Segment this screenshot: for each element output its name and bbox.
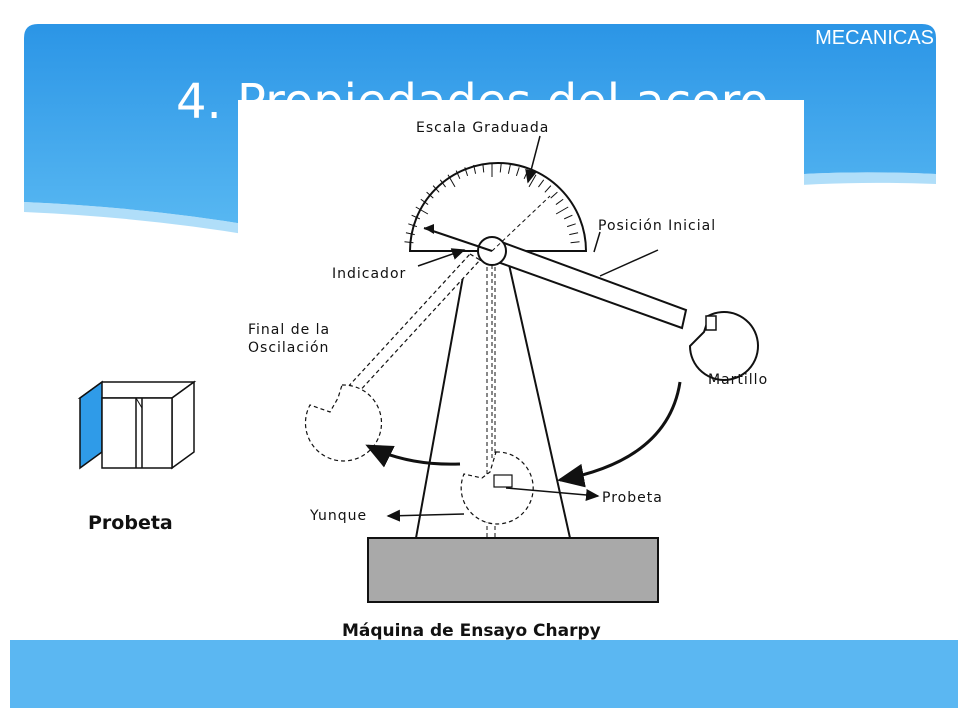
label-swing-end-2: Oscilación bbox=[248, 340, 329, 356]
label-indicator: Indicador bbox=[332, 266, 406, 282]
footer-band bbox=[10, 640, 958, 708]
scale-tick bbox=[570, 241, 580, 244]
hammer-start bbox=[688, 311, 759, 381]
scale-tick bbox=[405, 232, 415, 236]
scale-tick bbox=[420, 198, 429, 205]
scale-tick bbox=[569, 232, 579, 236]
scale-tick bbox=[515, 167, 520, 177]
scale-tick bbox=[507, 164, 511, 174]
pendulum-arm-end bbox=[345, 253, 481, 396]
scale-tick bbox=[404, 241, 414, 244]
scale-tick bbox=[432, 185, 440, 193]
swing-arrow-down bbox=[557, 381, 682, 488]
machine-base bbox=[367, 537, 659, 603]
label-swing-end-1: Final de la bbox=[248, 322, 330, 338]
swing-arrow-up bbox=[365, 444, 461, 468]
scale-tick bbox=[538, 179, 545, 188]
scale-tick bbox=[566, 223, 576, 228]
label-scale: Escala Graduada bbox=[416, 120, 549, 136]
scale-tick bbox=[499, 163, 502, 173]
scale-tick bbox=[482, 163, 485, 173]
scale-tick bbox=[455, 170, 461, 180]
scale-tick bbox=[447, 174, 456, 188]
scale-tick bbox=[473, 164, 477, 174]
label-anvil: Yunque bbox=[309, 508, 367, 524]
charpy-diagram: Escala Graduada Posición Inicial Indicad… bbox=[238, 100, 804, 645]
scale-tick bbox=[426, 191, 434, 199]
corner-label: PROPIEDADE MECANICAS bbox=[734, 2, 934, 50]
hammer-bottom bbox=[460, 451, 534, 525]
scale-tick bbox=[464, 167, 469, 177]
scale-tick bbox=[411, 214, 421, 220]
specimen-block-icon bbox=[77, 380, 197, 470]
scale-tick bbox=[555, 206, 569, 215]
scale-tick bbox=[544, 185, 552, 193]
scale-tick bbox=[563, 214, 573, 220]
scale-tick bbox=[415, 206, 429, 215]
label-specimen: Probeta bbox=[602, 490, 663, 506]
scale-tick bbox=[439, 179, 446, 188]
corner-label-line-2: MECANICAS bbox=[815, 27, 934, 49]
diagram-caption: Máquina de Ensayo Charpy bbox=[342, 621, 601, 641]
scale-tick bbox=[408, 223, 418, 228]
specimen-caption: Probeta bbox=[88, 512, 173, 534]
label-hammer: Martillo bbox=[708, 372, 768, 388]
label-start: Posición Inicial bbox=[598, 218, 716, 234]
corner-label-line-1: PROPIEDADE bbox=[802, 3, 934, 25]
hammer-end bbox=[304, 384, 383, 462]
scale-tick bbox=[550, 191, 558, 199]
scale-tick bbox=[555, 198, 564, 205]
